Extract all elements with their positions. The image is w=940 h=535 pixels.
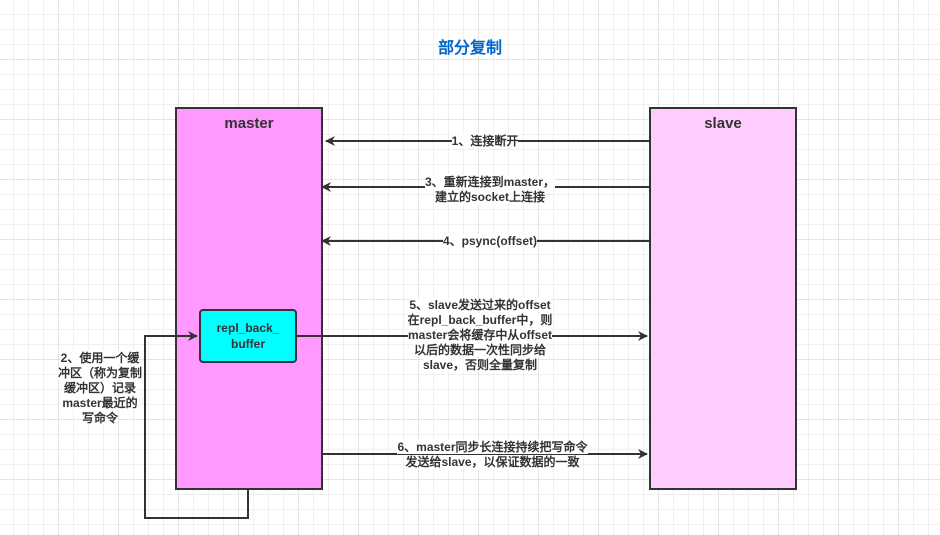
edge-label-step2: 2、使用一个缓 冲区（称为复制 缓冲区）记录 master最近的 写命令 [57,351,142,425]
edge-label-step6: 6、master同步长连接持续把写命令 发送给slave，以保证数据的一致 [397,440,588,469]
slave-label: slave [704,115,742,132]
master-label: master [224,115,274,132]
edge-label-step1: 1、连接断开 [451,134,519,148]
slave-node[interactable]: slave [649,107,797,490]
repl-back-buffer-node[interactable]: repl_back_ buffer [199,309,297,363]
edge-label-step4: 4、psync(offset) [442,234,537,248]
edge-step2 [144,331,249,519]
master-node[interactable]: master [175,107,323,490]
edge-label-step3: 3、重新连接到master， 建立的socket上连接 [424,175,556,204]
diagram-title: 部分复制 [437,40,502,57]
edge-label-step5: 5、slave发送过来的offset 在repl_back_buffer中，则 … [407,298,553,372]
